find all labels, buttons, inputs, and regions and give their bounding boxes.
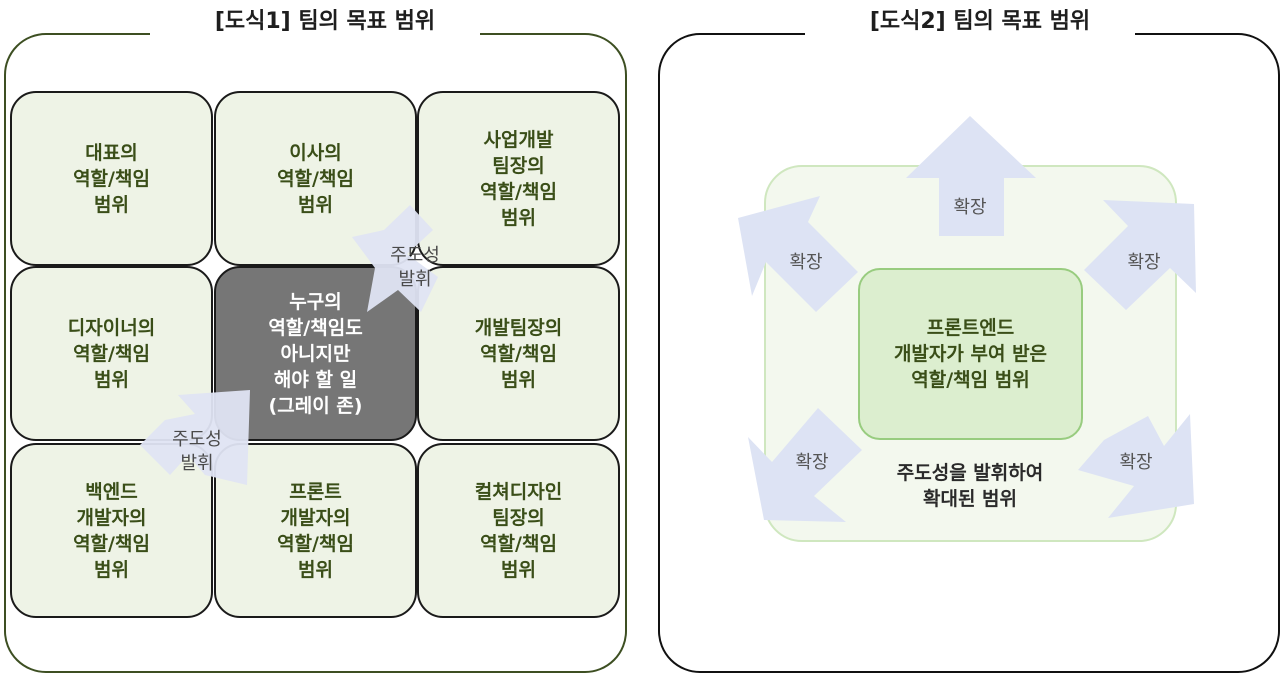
cell-backend-dev: 백엔드 개발자의 역할/책임 범위 [10,443,213,618]
initiative-label-upper: 주도성 발휘 [390,245,440,290]
expand-label-up: 확장 [953,197,987,218]
expand-label-upleft: 확장 [789,252,823,273]
expand-arrow-downleft [748,408,862,522]
assigned-scope-label: 프론트엔드 개발자가 부여 받은 역할/책임 범위 [893,317,1048,391]
cell-designer: 디자이너의 역할/책임 범위 [10,266,213,441]
cell-ceo: 대표의 역할/책임 범위 [10,91,213,266]
left-panel-title: [도식1] 팀의 목표 범위 [195,6,455,38]
expand-label-downright: 확장 [1119,452,1153,473]
expand-arrow-downright [1078,414,1194,518]
cell-frontend-dev: 프론트 개발자의 역할/책임 범위 [214,443,417,618]
cell-frontend-dev-label: 프론트 개발자의 역할/책임 범위 [277,480,354,581]
cell-dev-lead-label: 개발팀장의 역할/책임 범위 [474,316,563,391]
cell-bizdev-lead-label: 사업개발 팀장의 역할/책임 범위 [480,128,557,229]
expanded-scope-caption: 주도성을 발휘하여 확대된 범위 [896,462,1044,510]
cell-gray-zone-label: 누구의 역할/책임도 아니지만 해야 할 일 (그레이 존) [268,290,363,417]
arrows-layer [140,116,1196,522]
cell-bizdev-lead: 사업개발 팀장의 역할/책임 범위 [417,91,620,266]
expand-label-upright: 확장 [1127,252,1161,273]
cell-ceo-label: 대표의 역할/책임 범위 [73,141,150,216]
initiative-label-lower: 주도성 발휘 [172,429,222,474]
cell-backend-dev-label: 백엔드 개발자의 역할/책임 범위 [73,480,150,581]
expand-arrow-upright [1084,200,1196,310]
cell-director-label: 이사의 역할/책임 범위 [277,141,354,216]
cell-designer-label: 디자이너의 역할/책임 범위 [67,316,156,391]
initiative-arrow-lower [140,390,250,485]
expand-arrow-up [906,116,1036,236]
initiative-arrow-upper [352,205,438,312]
cell-dev-lead: 개발팀장의 역할/책임 범위 [417,266,620,441]
assigned-scope-box: 프론트엔드 개발자가 부여 받은 역할/책임 범위 [858,268,1083,440]
cell-culture-lead-label: 컬쳐디자인 팀장의 역할/책임 범위 [474,480,563,581]
expand-label-downleft: 확장 [795,452,829,473]
cell-culture-lead: 컬쳐디자인 팀장의 역할/책임 범위 [417,443,620,618]
right-panel-title: [도식2] 팀의 목표 범위 [850,6,1110,38]
expand-arrow-upleft [738,196,858,312]
